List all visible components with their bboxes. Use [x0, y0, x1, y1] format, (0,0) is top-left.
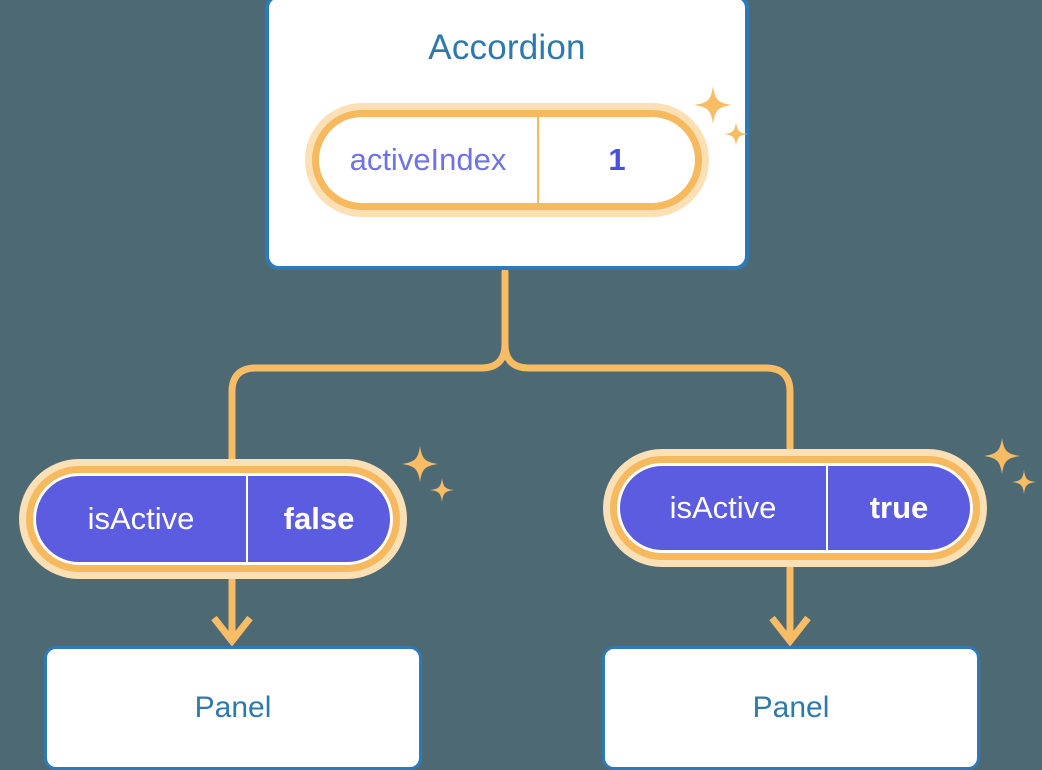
panel-label: Panel — [194, 691, 272, 724]
prop-pill-is-active-true-body: isActive true — [617, 463, 973, 553]
prop-pill-value: false — [283, 501, 355, 536]
page-title: Accordion — [428, 28, 586, 67]
state-pill-key: activeIndex — [319, 117, 539, 203]
prop-pill-value: true — [869, 490, 929, 525]
state-pill-active-index-inner: activeIndex 1 — [312, 110, 702, 210]
state-pill-active-index-body: activeIndex 1 — [319, 117, 695, 203]
prop-pill-key: isActive — [36, 476, 248, 562]
connector-fork-right — [501, 340, 794, 464]
prop-pill-is-active-false-inner: isActive false — [26, 466, 400, 572]
connector-fork-left — [228, 340, 509, 474]
prop-pill-is-active-false[interactable]: isActive false — [19, 459, 407, 579]
prop-pill-is-active-true[interactable]: isActive true — [603, 449, 987, 567]
state-pill-active-index[interactable]: activeIndex 1 — [305, 103, 709, 217]
prop-pill-is-active-true-inner: isActive true — [610, 456, 980, 560]
panel-node-left: Panel — [44, 646, 422, 770]
panel-label: Panel — [752, 691, 830, 724]
prop-pill-is-active-false-body: isActive false — [33, 473, 393, 565]
state-pill-value: 1 — [608, 142, 626, 177]
arrow-down-icon-right — [769, 615, 811, 647]
prop-pill-key: isActive — [620, 466, 828, 550]
arrow-down-icon-left — [211, 615, 253, 647]
panel-node-right: Panel — [602, 646, 980, 770]
